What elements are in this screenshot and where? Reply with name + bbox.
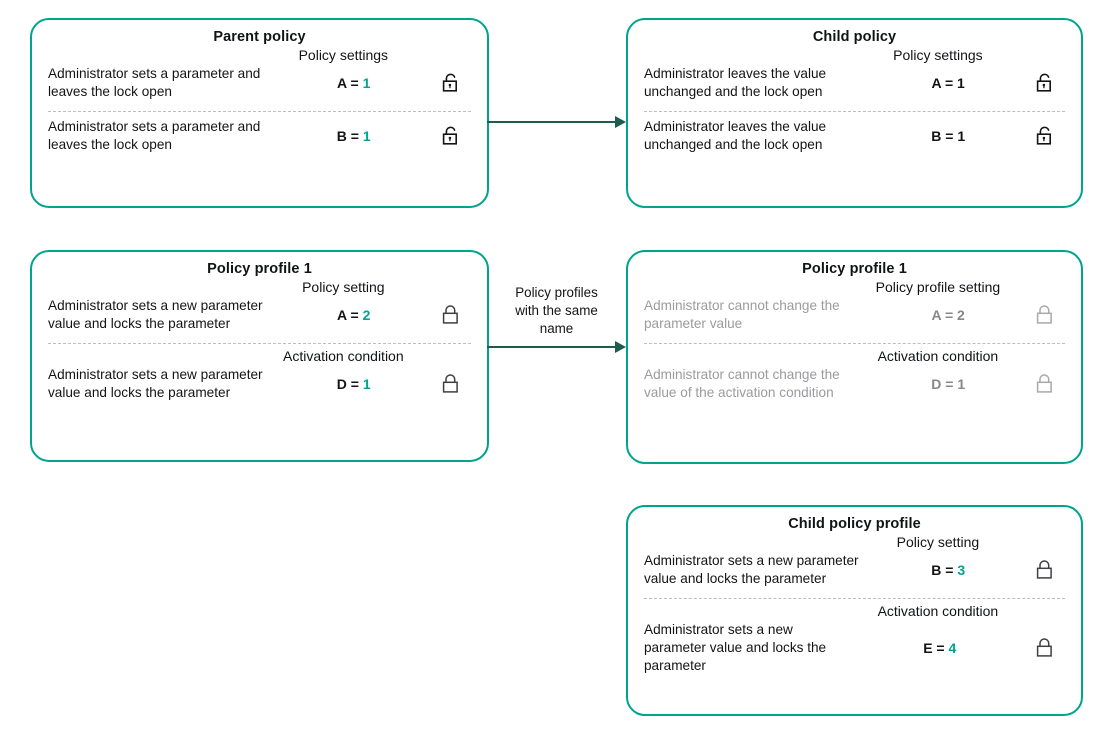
- row-description: Administrator sets a new parameter value…: [48, 298, 263, 331]
- row-value: D = 1: [336, 375, 371, 392]
- arrow-parent-to-child: [487, 114, 626, 130]
- box-child-policy-profile: Child policy profile Policy setting Admi…: [626, 505, 1083, 716]
- group-header: Activation condition: [877, 602, 999, 619]
- box-title: Child policy profile: [788, 516, 921, 532]
- row-divider: [644, 342, 1065, 344]
- group-header: Policy setting: [302, 279, 385, 295]
- setting-row: Administrator sets a new parameter value…: [48, 364, 471, 406]
- locked-icon: [431, 304, 471, 326]
- setting-row: Administrator cannot change the paramete…: [644, 295, 1065, 337]
- row-description: Administrator leaves the value unchanged…: [644, 118, 827, 152]
- setting-row: Administrator sets a new parameter value…: [48, 295, 471, 337]
- group-header: Activation condition: [877, 347, 999, 364]
- unlocked-icon: [431, 72, 471, 94]
- box-policy-profile-1-left: Policy profile 1 Policy setting Administ…: [30, 250, 489, 462]
- group-header: Policy settings: [893, 47, 983, 63]
- row-divider: [644, 110, 1065, 112]
- setting-row: Administrator sets a parameter and leave…: [48, 63, 471, 105]
- row-description: Administrator cannot change the value of…: [644, 366, 840, 400]
- row-group: Policy settings Administrator sets a par…: [32, 47, 487, 105]
- row-group: Activation condition Administrator canno…: [628, 348, 1081, 406]
- row-group: Policy setting Administrator sets a new …: [32, 279, 487, 337]
- arrow-line: [487, 121, 617, 123]
- arrow-label-line: Policy profiles: [515, 285, 598, 300]
- box-parent-policy: Parent policy Policy settings Administra…: [30, 18, 489, 208]
- row-group: Policy setting Administrator sets a new …: [628, 534, 1081, 592]
- row-value: B = 1: [931, 127, 966, 144]
- row-group: Administrator leaves the value unchanged…: [628, 116, 1081, 158]
- locked-icon: [1025, 373, 1065, 395]
- setting-row: Administrator sets a new parameter value…: [644, 550, 1065, 592]
- locked-icon: [1025, 304, 1065, 326]
- locked-icon: [1025, 559, 1065, 581]
- row-group: Administrator sets a parameter and leave…: [32, 116, 487, 158]
- row-description: Administrator leaves the value unchanged…: [644, 66, 827, 99]
- row-divider: [48, 110, 471, 112]
- group-header: Policy profile setting: [875, 279, 1001, 295]
- row-group: Activation condition Administrator sets …: [628, 603, 1081, 679]
- row-description: Administrator cannot change the paramete…: [644, 298, 840, 331]
- row-description: Administrator sets a new parameter value…: [644, 621, 827, 673]
- row-description: Administrator sets a new parameter value…: [48, 366, 263, 400]
- row-description: Administrator sets a parameter and leave…: [48, 66, 261, 99]
- row-group: Activation condition Administrator sets …: [32, 348, 487, 406]
- setting-row: Administrator leaves the value unchanged…: [644, 116, 1065, 158]
- row-value: A = 2: [931, 306, 965, 323]
- locked-icon: [1025, 637, 1065, 659]
- unlocked-icon: [431, 125, 471, 147]
- setting-row: Administrator cannot change the value of…: [644, 364, 1065, 406]
- arrow-label-same-name: Policy profiles with the same name: [489, 284, 624, 337]
- row-value: B = 1: [336, 127, 371, 144]
- group-header: Activation condition: [283, 347, 404, 364]
- arrow-profile-to-profile: [487, 339, 626, 355]
- unlocked-icon: [1025, 72, 1065, 94]
- arrow-head: [615, 341, 626, 353]
- row-description: Administrator sets a new parameter value…: [644, 553, 859, 586]
- unlocked-icon: [1025, 125, 1065, 147]
- row-value: A = 1: [337, 74, 371, 91]
- arrow-label-line: name: [539, 320, 574, 336]
- row-description: Administrator sets a parameter and leave…: [48, 118, 261, 152]
- row-group: Policy profile setting Administrator can…: [628, 279, 1081, 337]
- row-value: A = 2: [337, 306, 371, 323]
- box-title: Policy profile 1: [207, 261, 312, 277]
- group-header: Policy setting: [896, 534, 980, 550]
- row-value: D = 1: [931, 375, 966, 392]
- box-title: Child policy: [812, 29, 897, 45]
- box-policy-profile-1-right: Policy profile 1 Policy profile setting …: [626, 250, 1083, 464]
- setting-row: Administrator sets a new parameter value…: [644, 619, 1065, 679]
- arrow-label-line: with the same: [515, 302, 598, 318]
- row-value: A = 1: [931, 74, 965, 91]
- row-value: E = 4: [923, 639, 957, 656]
- locked-icon: [431, 373, 471, 395]
- box-title: Policy profile 1: [802, 261, 907, 277]
- row-value: B = 3: [931, 561, 966, 578]
- setting-row: Administrator sets a parameter and leave…: [48, 116, 471, 158]
- box-child-policy: Child policy Policy settings Administrat…: [626, 18, 1083, 208]
- setting-row: Administrator leaves the value unchanged…: [644, 63, 1065, 105]
- row-divider: [644, 597, 1065, 599]
- row-divider: [48, 342, 471, 344]
- group-header: Policy settings: [298, 47, 389, 63]
- box-title: Parent policy: [213, 29, 306, 45]
- arrow-head: [615, 116, 626, 128]
- arrow-line: [487, 346, 617, 348]
- row-group: Policy settings Administrator leaves the…: [628, 47, 1081, 105]
